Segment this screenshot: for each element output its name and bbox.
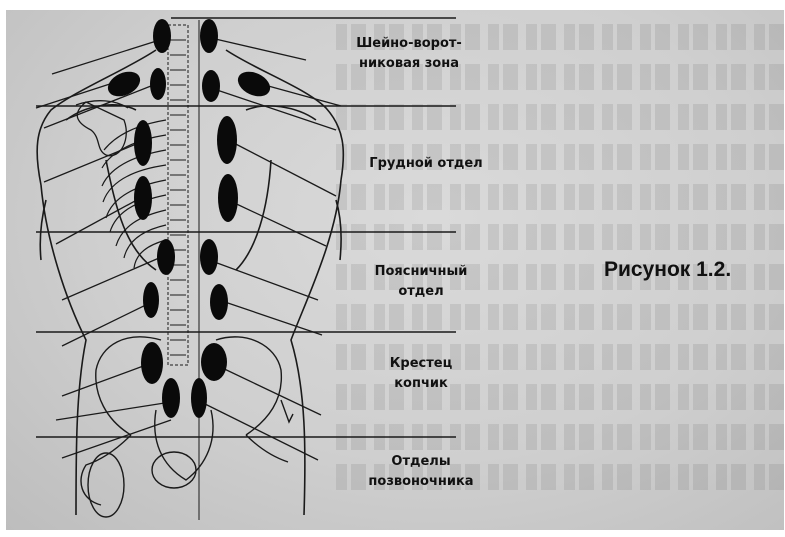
zone-spot [134, 120, 152, 166]
leader-line [216, 365, 321, 415]
label-line: Крестец [361, 354, 481, 374]
zone-spot [217, 116, 237, 164]
leader-line [219, 300, 322, 335]
figure-caption: Рисунок 1.2. [604, 258, 731, 282]
zone-spot [234, 67, 274, 101]
zone-spot [201, 343, 227, 381]
figure-panel: Шейно-ворот- никовая зона Грудной отдел … [6, 10, 784, 530]
vertebral-column [168, 20, 199, 520]
leader-line [44, 140, 146, 182]
leader-line [56, 402, 171, 420]
leader-line [201, 402, 318, 460]
zone-spot [141, 342, 163, 384]
leader-line [228, 200, 326, 246]
label-line: Поясничный [361, 262, 481, 282]
zone-spot [210, 284, 228, 320]
pain-zones [104, 19, 274, 418]
arrow-mark [281, 400, 293, 422]
leader-line [62, 365, 146, 396]
label-cervical-zone: Шейно-ворот- никовая зона [344, 34, 474, 74]
label-thoracic: Грудной отдел [361, 154, 491, 174]
leader-line [62, 300, 156, 346]
label-line: Шейно-ворот- [344, 34, 474, 54]
label-line: позвоночника [356, 472, 486, 492]
zone-spot [218, 174, 238, 222]
zone-spot [200, 19, 218, 53]
zone-spot [202, 70, 220, 102]
leader-line [211, 38, 306, 60]
torso-outline [37, 50, 343, 515]
zone-spot [143, 282, 159, 318]
zone-spot [157, 239, 175, 275]
zone-spot [134, 176, 152, 220]
leader-line [228, 140, 336, 196]
label-line: Отделы [356, 452, 486, 472]
zone-spot [191, 378, 207, 418]
label-sacrum-coccyx: Крестец копчик [361, 354, 481, 394]
leader-line [261, 84, 341, 106]
zone-spot [162, 378, 180, 418]
label-lumbar: Поясничный отдел [361, 262, 481, 302]
label-spine-sections: Отделы позвоночника [356, 452, 486, 492]
leader-line [56, 195, 146, 244]
zone-spot [153, 19, 171, 53]
zone-spot [200, 239, 218, 275]
label-text: Грудной отдел [361, 154, 491, 174]
leader-line [52, 38, 166, 74]
label-line: никовая зона [344, 54, 474, 74]
label-line: отдел [361, 282, 481, 302]
leader-line [62, 420, 171, 458]
scapula-left [76, 101, 128, 156]
label-line: копчик [361, 374, 481, 394]
zone-spot [150, 68, 166, 100]
pelvis [81, 337, 288, 517]
